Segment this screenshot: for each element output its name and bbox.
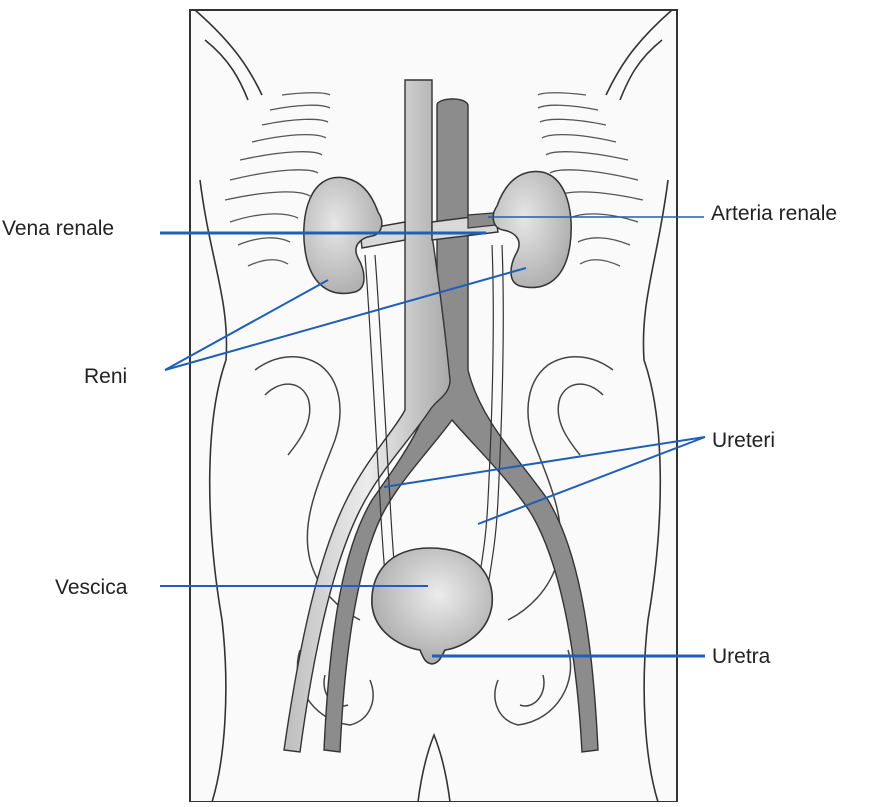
label-ureteri: Ureteri (712, 430, 775, 451)
label-reni: Reni (84, 366, 127, 387)
label-uretra: Uretra (712, 646, 770, 667)
label-vena-renale: Vena renale (2, 218, 114, 239)
label-vescica: Vescica (55, 577, 127, 598)
label-arteria-renale: Arteria renale (711, 203, 837, 224)
